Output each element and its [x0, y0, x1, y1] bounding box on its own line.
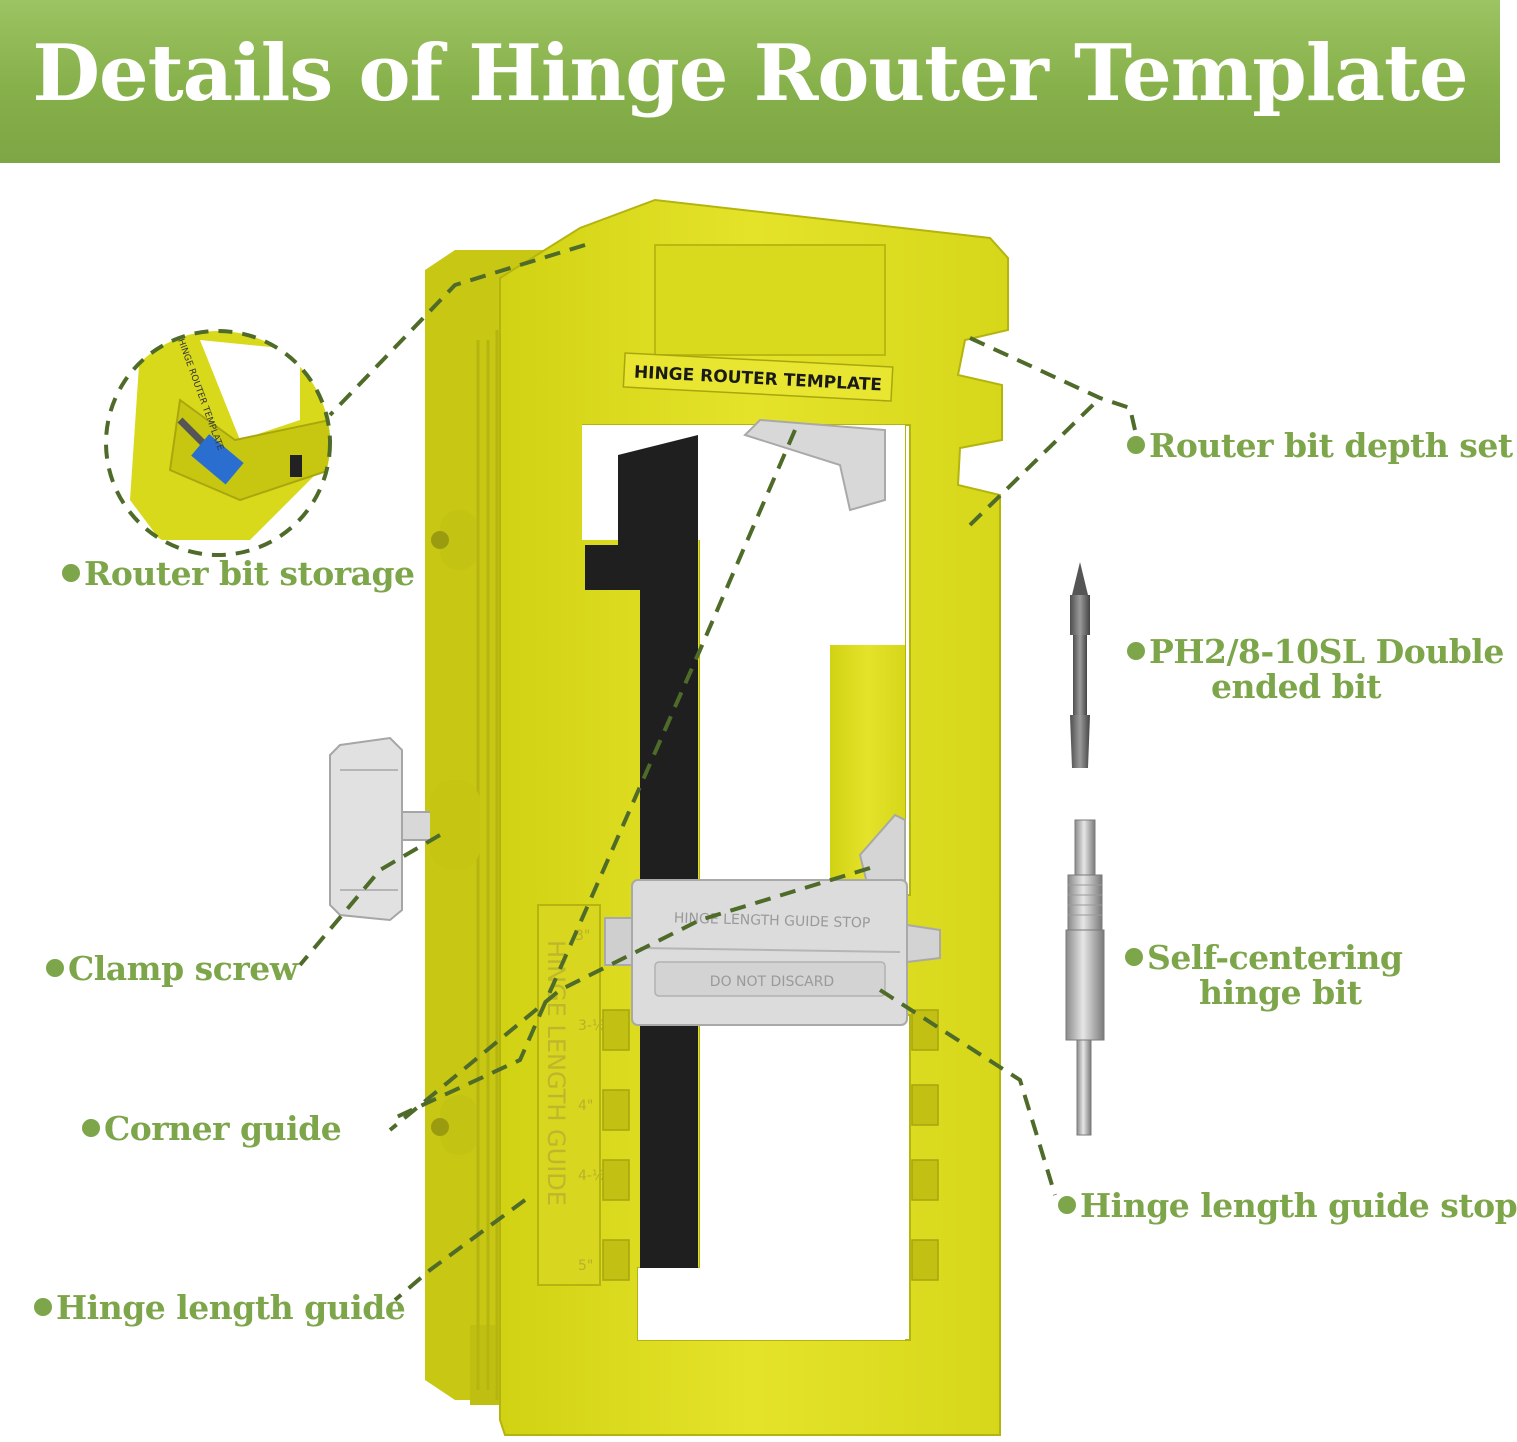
hinge-length-guide-stop-piece: HINGE LENGTH GUIDE STOP DO NOT DISCARD	[604, 813, 941, 1026]
bullet-dot	[1125, 948, 1143, 966]
bullet-dot	[1058, 1196, 1076, 1214]
bullet-dot	[62, 564, 80, 582]
callout-hinge-length-guide-stop: Hinge length guide stop	[1058, 1188, 1517, 1223]
bullet-dot	[46, 959, 64, 977]
scale-mark-3: 4"	[578, 1098, 593, 1114]
hinge-length-scale: HINGE LENGTH GUIDE 3" 3-½" 4" 4-½" 5"	[537, 904, 612, 1286]
corner-guide-piece	[743, 418, 886, 512]
callout-router-bit-depth-set: Router bit depth set	[1127, 428, 1513, 463]
bullet-dot	[34, 1298, 52, 1316]
stop-top-label: HINGE LENGTH GUIDE STOP	[674, 910, 871, 931]
template-label-plate: HINGE ROUTER TEMPLATE	[622, 352, 894, 402]
header-banner: Details of Hinge Router Template	[0, 0, 1500, 163]
callout-hinge-length-guide: Hinge length guide	[34, 1290, 406, 1325]
leader-lines	[298, 243, 1137, 1302]
self-centering-hinge-bit	[1065, 819, 1105, 1136]
callout-self-centering-hinge-bit: Self-centering hinge bit	[1125, 940, 1403, 1010]
double-ended-bit	[1070, 562, 1090, 768]
scale-mark-1: 3"	[575, 928, 590, 944]
callout-double-ended-bit: PH2/8-10SL Double ended bit	[1127, 634, 1504, 704]
clamp-screw-knob	[329, 736, 480, 922]
router-bit-storage-inset: HINGE ROUTER TEMPLATE	[104, 329, 332, 557]
callout-clamp-screw: Clamp screw	[46, 951, 298, 986]
template-top-panel	[654, 244, 886, 356]
page-title: Details of Hinge Router Template	[32, 28, 1468, 119]
scale-label: HINGE LENGTH GUIDE	[542, 940, 570, 1206]
scale-mark-5: 5"	[578, 1258, 593, 1274]
bullet-dot	[1127, 436, 1145, 454]
callout-corner-guide: Corner guide	[82, 1111, 342, 1146]
bullet-dot	[82, 1119, 100, 1137]
callout-router-bit-storage: Router bit storage	[62, 556, 415, 591]
bullet-dot	[1127, 642, 1145, 660]
stop-bottom-label: DO NOT DISCARD	[710, 974, 834, 990]
